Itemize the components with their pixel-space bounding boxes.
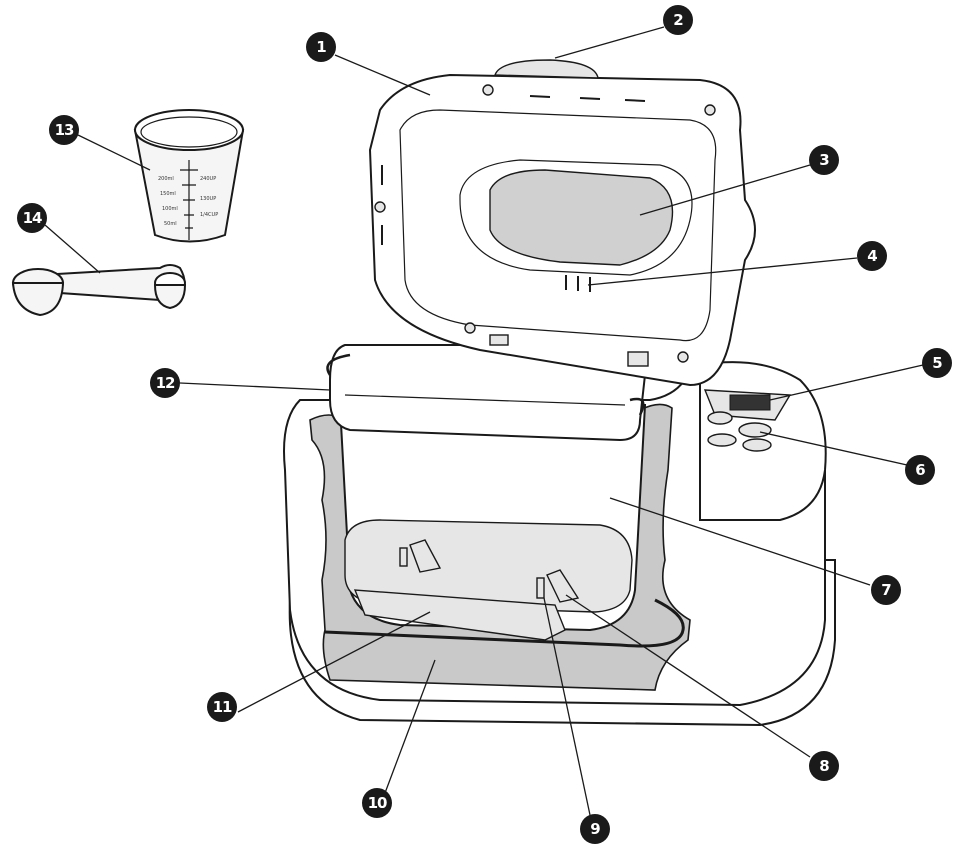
svg-text:7: 7 [881, 581, 891, 599]
svg-text:5: 5 [932, 354, 942, 372]
svg-text:6: 6 [915, 461, 925, 479]
callout-5: 5 [922, 348, 952, 378]
lid-handle [494, 59, 599, 79]
viewing-window [489, 169, 674, 266]
svg-text:1: 1 [316, 38, 326, 56]
cup-scale-left-1: 200ml [158, 176, 174, 182]
svg-text:10: 10 [368, 794, 387, 812]
svg-text:11: 11 [213, 698, 232, 716]
control-button[interactable] [707, 411, 733, 425]
callout-1: 1 [306, 32, 336, 62]
measuring-spoon [11, 264, 187, 317]
kneading-blade-left [399, 539, 442, 573]
callout-12: 12 [150, 368, 180, 398]
callout-6: 6 [905, 455, 935, 485]
cup-scale-right-2: 130UP [200, 196, 216, 202]
callout-10: 10 [362, 788, 392, 818]
pan-handle [326, 353, 645, 416]
svg-text:4: 4 [867, 247, 877, 265]
lcd-display [729, 394, 771, 411]
control-button[interactable] [742, 438, 772, 452]
callout-3: 3 [809, 145, 839, 175]
svg-text:14: 14 [23, 209, 42, 227]
callout-4: 4 [857, 241, 887, 271]
heating-element [324, 598, 685, 648]
callout-9: 9 [580, 814, 610, 844]
callout-7: 7 [871, 575, 901, 605]
callout-8: 8 [809, 751, 839, 781]
svg-text:3: 3 [819, 151, 829, 169]
callout-2: 2 [663, 5, 693, 35]
control-panel [703, 389, 792, 452]
callout-11: 11 [207, 692, 237, 722]
svg-text:9: 9 [590, 820, 600, 838]
cup-scale-left-3: 100ml [162, 206, 178, 212]
svg-text:8: 8 [819, 757, 829, 775]
cup-scale-left-2: 150ml [160, 191, 176, 197]
svg-text:12: 12 [156, 374, 175, 392]
lid [368, 73, 756, 387]
svg-text:2: 2 [673, 11, 683, 29]
callout-13: 13 [49, 115, 79, 145]
cup-scale-right-3: 1/4CUP [200, 212, 218, 218]
lid-window-frame [459, 159, 693, 276]
control-button[interactable] [738, 422, 772, 438]
measuring-cup: 200ml 150ml 100ml 50ml 240UP 130UP 1/4CU… [133, 109, 245, 243]
control-button[interactable] [707, 433, 737, 447]
baking-pan [329, 344, 647, 641]
cup-scale-left-4: 50ml [164, 221, 177, 227]
cup-scale-right-1: 240UP [200, 176, 216, 182]
leader-lines [44, 26, 924, 816]
kneading-blade-right [536, 569, 580, 603]
svg-text:13: 13 [55, 121, 74, 139]
callout-14: 14 [17, 203, 47, 233]
